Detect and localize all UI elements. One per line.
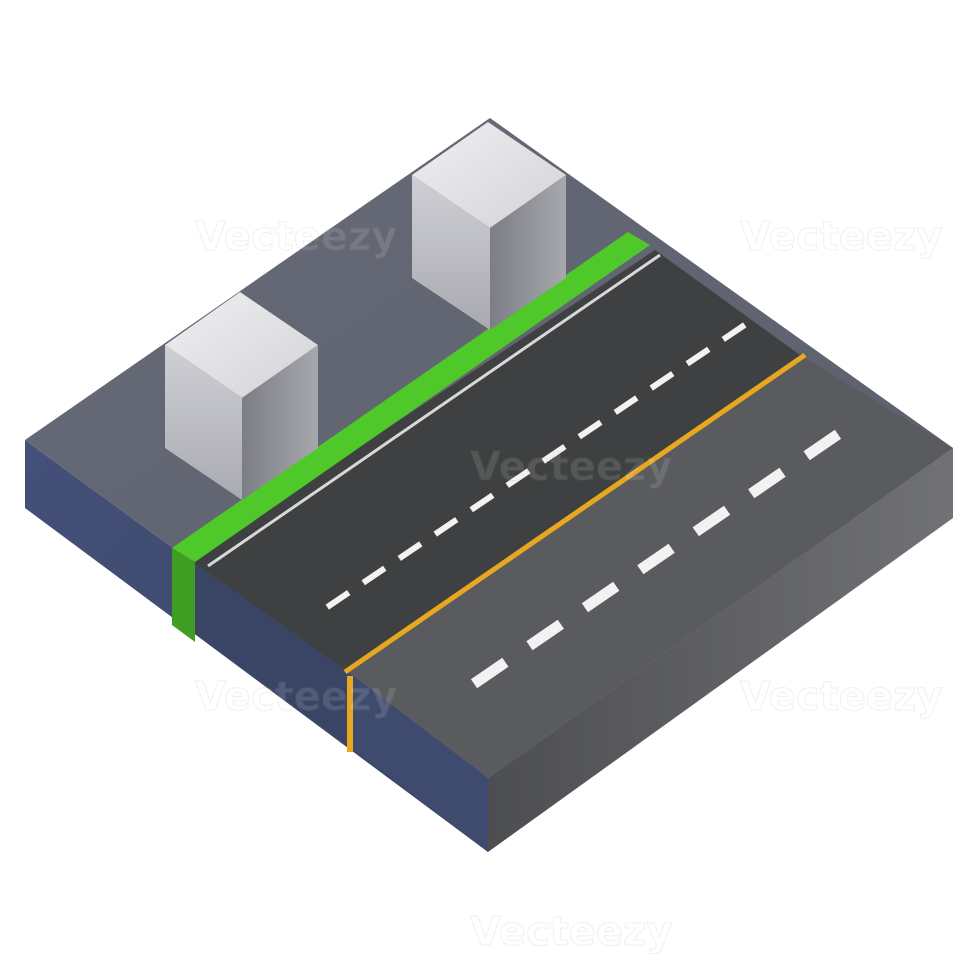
- lane-dash: [526, 619, 564, 651]
- lane-dash: [470, 657, 509, 689]
- green-median-side: [172, 548, 195, 642]
- building-front-left-right-face: [242, 345, 318, 500]
- building-back-right-face: [490, 175, 566, 330]
- lane-dash: [433, 517, 459, 537]
- lane-dash: [577, 419, 603, 440]
- lane-dash: [581, 581, 620, 613]
- road-dark-lane: [190, 250, 800, 672]
- lane-dash: [803, 429, 842, 461]
- watermark-text-4: Vecteezy: [195, 674, 397, 720]
- green-median-strip: [172, 232, 650, 562]
- lane-dash: [721, 322, 747, 342]
- building-back-left-face: [412, 175, 490, 330]
- watermark-text-1: Vecteezy: [195, 214, 397, 260]
- lane-dash: [685, 346, 711, 367]
- lane-dashes-light: [470, 429, 842, 689]
- building-back-top: [412, 122, 566, 228]
- lane-dash: [613, 395, 639, 415]
- building-front-left: [165, 292, 318, 500]
- watermark-text-2: Vecteezy: [740, 214, 942, 260]
- watermark-layer: Vecteezy Vecteezy Vecteezy Vecteezy Vect…: [195, 214, 943, 956]
- lane-dash: [361, 565, 387, 586]
- ground-right-side-face: [488, 448, 953, 852]
- building-front-left-left-face: [165, 345, 242, 500]
- lane-dash: [397, 541, 423, 561]
- road-dark-lane-side: [190, 560, 348, 745]
- lane-dash: [541, 444, 567, 464]
- yellow-center-line: [343, 352, 807, 675]
- building-front-left-top: [165, 292, 318, 398]
- lane-dashes-dark: [325, 322, 747, 610]
- road-edge-line: [207, 253, 661, 568]
- lane-dash: [325, 590, 351, 610]
- watermark-text-3: Vecteezy: [470, 444, 672, 490]
- lane-dash: [748, 467, 786, 499]
- watermark-text-5: Vecteezy: [740, 674, 942, 720]
- lane-dash: [637, 543, 675, 575]
- road-light-lane-side: [348, 672, 488, 852]
- watermark-text-6: Vecteezy: [470, 909, 672, 955]
- building-back: [412, 122, 566, 330]
- lane-dash: [505, 468, 531, 488]
- lane-dash: [692, 505, 731, 537]
- lane-dash: [469, 492, 495, 513]
- lane-dash: [649, 371, 675, 391]
